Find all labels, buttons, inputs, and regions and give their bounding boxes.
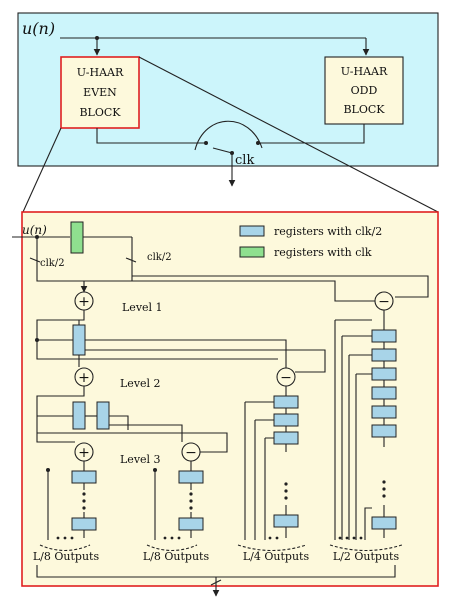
register-chain-2-bottom [178,517,204,531]
level-1-label: Level 1 [122,301,163,314]
clk-half-left: clk/2 [40,258,65,269]
register-chain-2-top [178,470,204,484]
odd-block-line-2: ODD [351,84,378,97]
register-chain-4-a [371,329,397,343]
even-block-line-2: EVEN [83,86,117,99]
top-input-label: u(n) [22,19,55,38]
output-label-2: L/8 Outputs [143,550,210,563]
detail-input-label: u(n) [22,223,47,237]
output-label-4: L/2 Outputs [333,550,400,563]
register-chain-4-d [371,386,397,400]
register-level-2 [72,324,86,356]
register-chain-1-bottom [71,517,97,531]
output-label-3: L/4 Outputs [243,550,310,563]
subtractor-level-1-symbol: − [378,294,390,310]
register-chain-3-a [273,395,299,409]
register-chain-4-bottom [371,516,397,530]
subtractor-level-3-symbol: − [185,445,197,461]
adder-level-1-symbol: + [78,294,90,310]
odd-block [324,56,404,125]
adder-level-2-symbol: + [78,370,90,386]
register-level-3-b [96,401,110,430]
register-chain-4-e [371,405,397,419]
subtractor-level-2-symbol: − [280,370,292,386]
adder-level-3-symbol: + [78,445,90,461]
odd-block-line-1: U-HAAR [341,65,388,78]
odd-block-line-3: BLOCK [343,103,385,116]
even-block-line-1: U-HAAR [77,66,124,79]
level-3-label: Level 3 [120,453,161,466]
level-2-label: Level 2 [120,377,161,390]
register-chain-1-top [71,470,97,484]
register-chain-3-b [273,413,299,427]
register-level-3-a [72,401,86,430]
register-chain-4-b [371,348,397,362]
legend-label-clk: registers with clk [274,246,372,259]
even-block-line-3: BLOCK [79,106,121,119]
even-block [60,56,140,129]
register-chain-4-c [371,367,397,381]
clk-register-green [70,221,84,254]
clk-half-right: clk/2 [147,252,172,263]
output-label-1: L/8 Outputs [33,550,100,563]
register-chain-3-c [273,431,299,445]
top-clock-label: clk [235,153,254,168]
register-chain-3-bottom [273,514,299,528]
legend-swatch-clk [239,246,265,258]
legend-swatch-clk-half [239,225,265,237]
register-chain-4-f [371,424,397,438]
legend-label-clk-half: registers with clk/2 [274,225,382,238]
